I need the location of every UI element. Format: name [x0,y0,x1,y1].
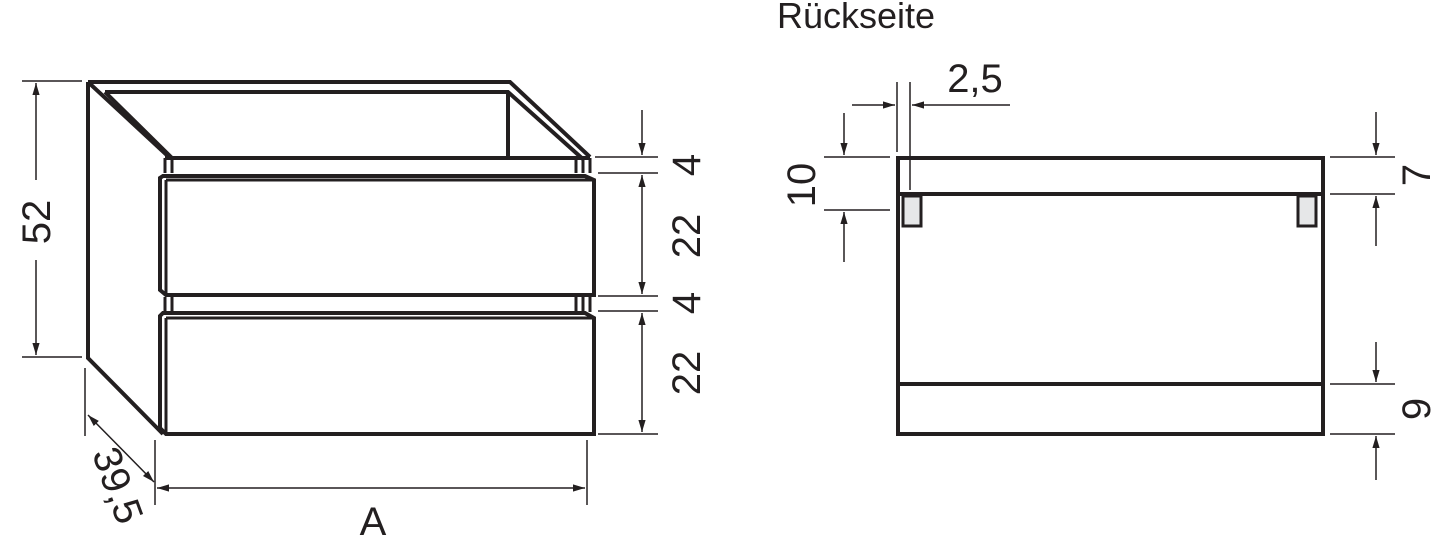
dim-label-offset: 2,5 [947,57,1003,101]
top-frame-inner [105,90,586,162]
drawer-1-front [158,174,596,297]
top-frame-outer [88,80,592,159]
drawer-2-front [158,311,596,436]
dim-label-depth: 39,5 [83,441,151,529]
dim-label-middle-gap: 4 [665,292,709,314]
front-view: 52 39,5 A 4 22 4 22 [15,80,709,542]
dim-line-depth [87,414,155,483]
side-panel-outline [86,82,165,436]
back-outline [896,156,1325,436]
dim-label-height: 52 [15,200,59,245]
back-view: Rückseite 2,5 10 7 9 [777,0,1433,480]
right-support-block [1296,194,1318,228]
back-view-title: Rückseite [777,0,935,36]
dim-label-width: A [360,500,387,542]
left-support-block [901,194,923,228]
dim-label-bottom-right: 9 [1395,398,1433,420]
dim-label-top-gap: 4 [665,154,709,176]
dim-label-top-right: 7 [1395,164,1433,186]
dim-label-top-left: 10 [780,163,824,208]
dim-label-drawer-2: 22 [665,351,709,396]
top-frame-inner-left [103,90,174,160]
dim-label-drawer-1: 22 [665,214,709,259]
